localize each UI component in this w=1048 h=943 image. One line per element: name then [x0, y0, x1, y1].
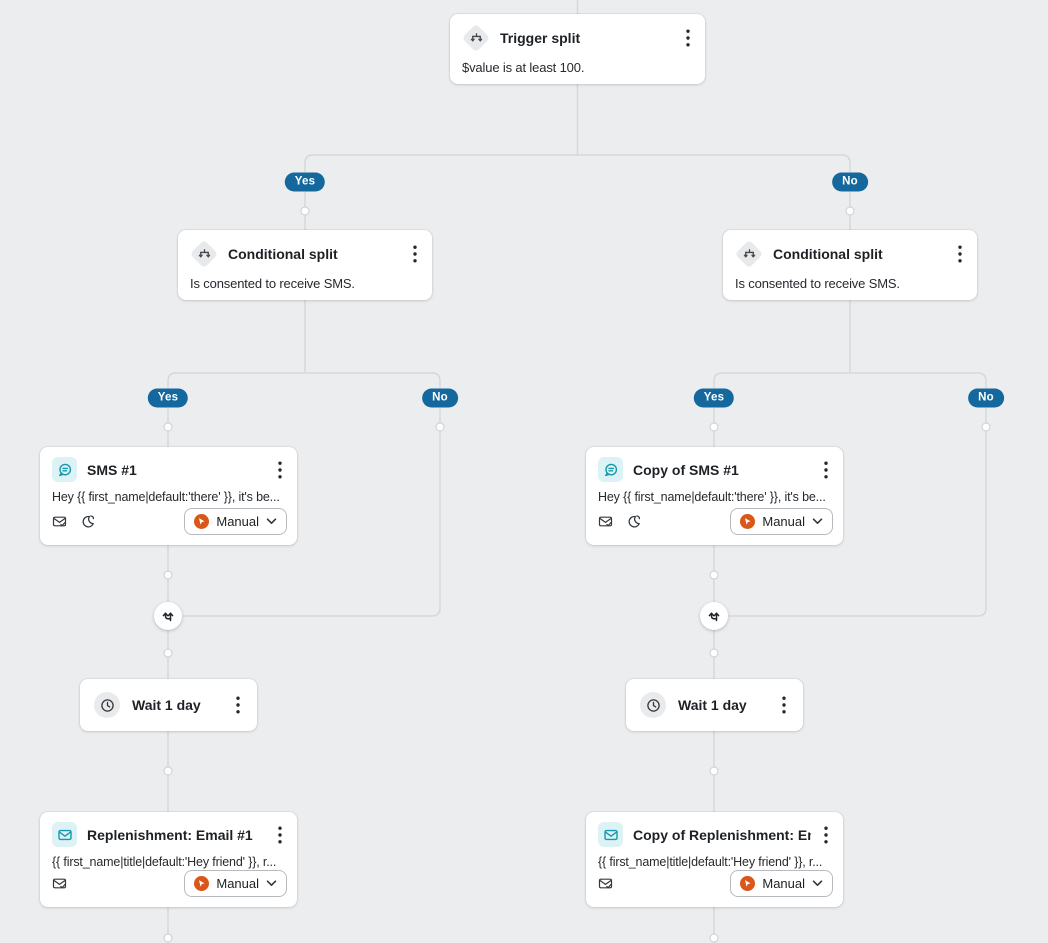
node-title: Copy of SMS #1: [633, 461, 739, 478]
node-email-right[interactable]: Copy of Replenishment: Em... {{ first_na…: [586, 812, 843, 907]
sms-icon: [598, 457, 623, 482]
merge-paths-icon: [708, 612, 720, 622]
node-title: Copy of Replenishment: Em...: [633, 826, 811, 843]
connector-dot[interactable]: [163, 570, 173, 580]
kebab-menu-icon[interactable]: [821, 459, 831, 481]
node-wait-right[interactable]: Wait 1 day: [626, 679, 803, 731]
connector-dot[interactable]: [709, 766, 719, 776]
branch-badge-no: No: [832, 172, 868, 192]
chevron-down-icon: [266, 518, 277, 524]
kebab-menu-icon[interactable]: [275, 459, 285, 481]
chevron-down-icon: [266, 880, 277, 886]
connector-dot[interactable]: [163, 422, 173, 432]
node-sms-left[interactable]: SMS #1 Hey {{ first_name|default:'there'…: [40, 447, 297, 545]
email-icon: [598, 822, 623, 847]
kebab-menu-icon[interactable]: [683, 27, 693, 49]
node-description: Is consented to receive SMS.: [735, 276, 900, 291]
status-label: Manual: [762, 876, 805, 891]
clock-icon: [640, 692, 666, 718]
connector-dot[interactable]: [845, 206, 855, 216]
branch-badge-yes: Yes: [284, 172, 326, 192]
kebab-menu-icon[interactable]: [410, 243, 420, 265]
manual-status-icon: [740, 514, 756, 529]
chevron-down-icon: [812, 880, 823, 886]
message-preview: Hey {{ first_name|default:'there' }}, it…: [52, 490, 280, 504]
node-title: SMS #1: [87, 461, 137, 478]
merge-node: [154, 602, 182, 630]
split-icon: [461, 23, 491, 53]
split-icon: [189, 239, 219, 269]
utm-tracking-icon: [598, 516, 613, 527]
manual-status-icon: [740, 876, 756, 891]
node-title: Conditional split: [773, 246, 883, 262]
message-preview: Hey {{ first_name|default:'there' }}, it…: [598, 490, 826, 504]
status-dropdown[interactable]: Manual: [730, 870, 833, 897]
branch-badge-yes: Yes: [147, 388, 189, 408]
branch-badge-no: No: [422, 388, 458, 408]
manual-status-icon: [194, 514, 210, 529]
status-dropdown[interactable]: Manual: [184, 508, 287, 535]
node-trigger-split[interactable]: Trigger split $value is at least 100.: [450, 14, 705, 84]
connector-dot[interactable]: [709, 570, 719, 580]
kebab-menu-icon[interactable]: [955, 243, 965, 265]
node-title: Replenishment: Email #1: [87, 826, 253, 843]
status-dropdown[interactable]: Manual: [184, 870, 287, 897]
node-title: Conditional split: [228, 246, 338, 262]
node-description: Is consented to receive SMS.: [190, 276, 355, 291]
connector-dot[interactable]: [435, 422, 445, 432]
status-label: Manual: [216, 876, 259, 891]
connector-dot[interactable]: [163, 933, 173, 943]
status-label: Manual: [216, 514, 259, 529]
manual-status-icon: [194, 876, 210, 891]
message-preview: {{ first_name|title|default:'Hey friend'…: [52, 855, 277, 869]
node-email-left[interactable]: Replenishment: Email #1 {{ first_name|ti…: [40, 812, 297, 907]
node-title: Wait 1 day: [678, 697, 747, 713]
node-conditional-split-right[interactable]: Conditional split Is consented to receiv…: [723, 230, 977, 300]
node-title: Wait 1 day: [132, 697, 201, 713]
connector-dot[interactable]: [300, 206, 310, 216]
connector-dot[interactable]: [709, 648, 719, 658]
status-dropdown[interactable]: Manual: [730, 508, 833, 535]
merge-paths-icon: [162, 612, 174, 622]
message-preview: {{ first_name|title|default:'Hey friend'…: [598, 855, 823, 869]
quiet-hours-icon: [628, 515, 641, 528]
email-icon: [52, 822, 77, 847]
utm-tracking-icon: [52, 516, 67, 527]
connector-dot[interactable]: [981, 422, 991, 432]
node-description: $value is at least 100.: [462, 60, 585, 75]
chevron-down-icon: [812, 518, 823, 524]
utm-tracking-icon: [598, 878, 613, 889]
quiet-hours-icon: [82, 515, 95, 528]
node-conditional-split-left[interactable]: Conditional split Is consented to receiv…: [178, 230, 432, 300]
sms-icon: [52, 457, 77, 482]
connector-dot[interactable]: [163, 766, 173, 776]
kebab-menu-icon[interactable]: [275, 824, 285, 846]
kebab-menu-icon[interactable]: [233, 694, 243, 716]
node-title: Trigger split: [500, 30, 581, 46]
connector-dot[interactable]: [709, 933, 719, 943]
connector-dot[interactable]: [163, 648, 173, 658]
split-icon: [734, 239, 764, 269]
node-sms-right[interactable]: Copy of SMS #1 Hey {{ first_name|default…: [586, 447, 843, 545]
utm-tracking-icon: [52, 878, 67, 889]
branch-badge-no: No: [968, 388, 1004, 408]
kebab-menu-icon[interactable]: [779, 694, 789, 716]
clock-icon: [94, 692, 120, 718]
branch-badge-yes: Yes: [693, 388, 735, 408]
kebab-menu-icon[interactable]: [821, 824, 831, 846]
node-wait-left[interactable]: Wait 1 day: [80, 679, 257, 731]
status-label: Manual: [762, 514, 805, 529]
connector-dot[interactable]: [709, 422, 719, 432]
merge-node: [700, 602, 728, 630]
